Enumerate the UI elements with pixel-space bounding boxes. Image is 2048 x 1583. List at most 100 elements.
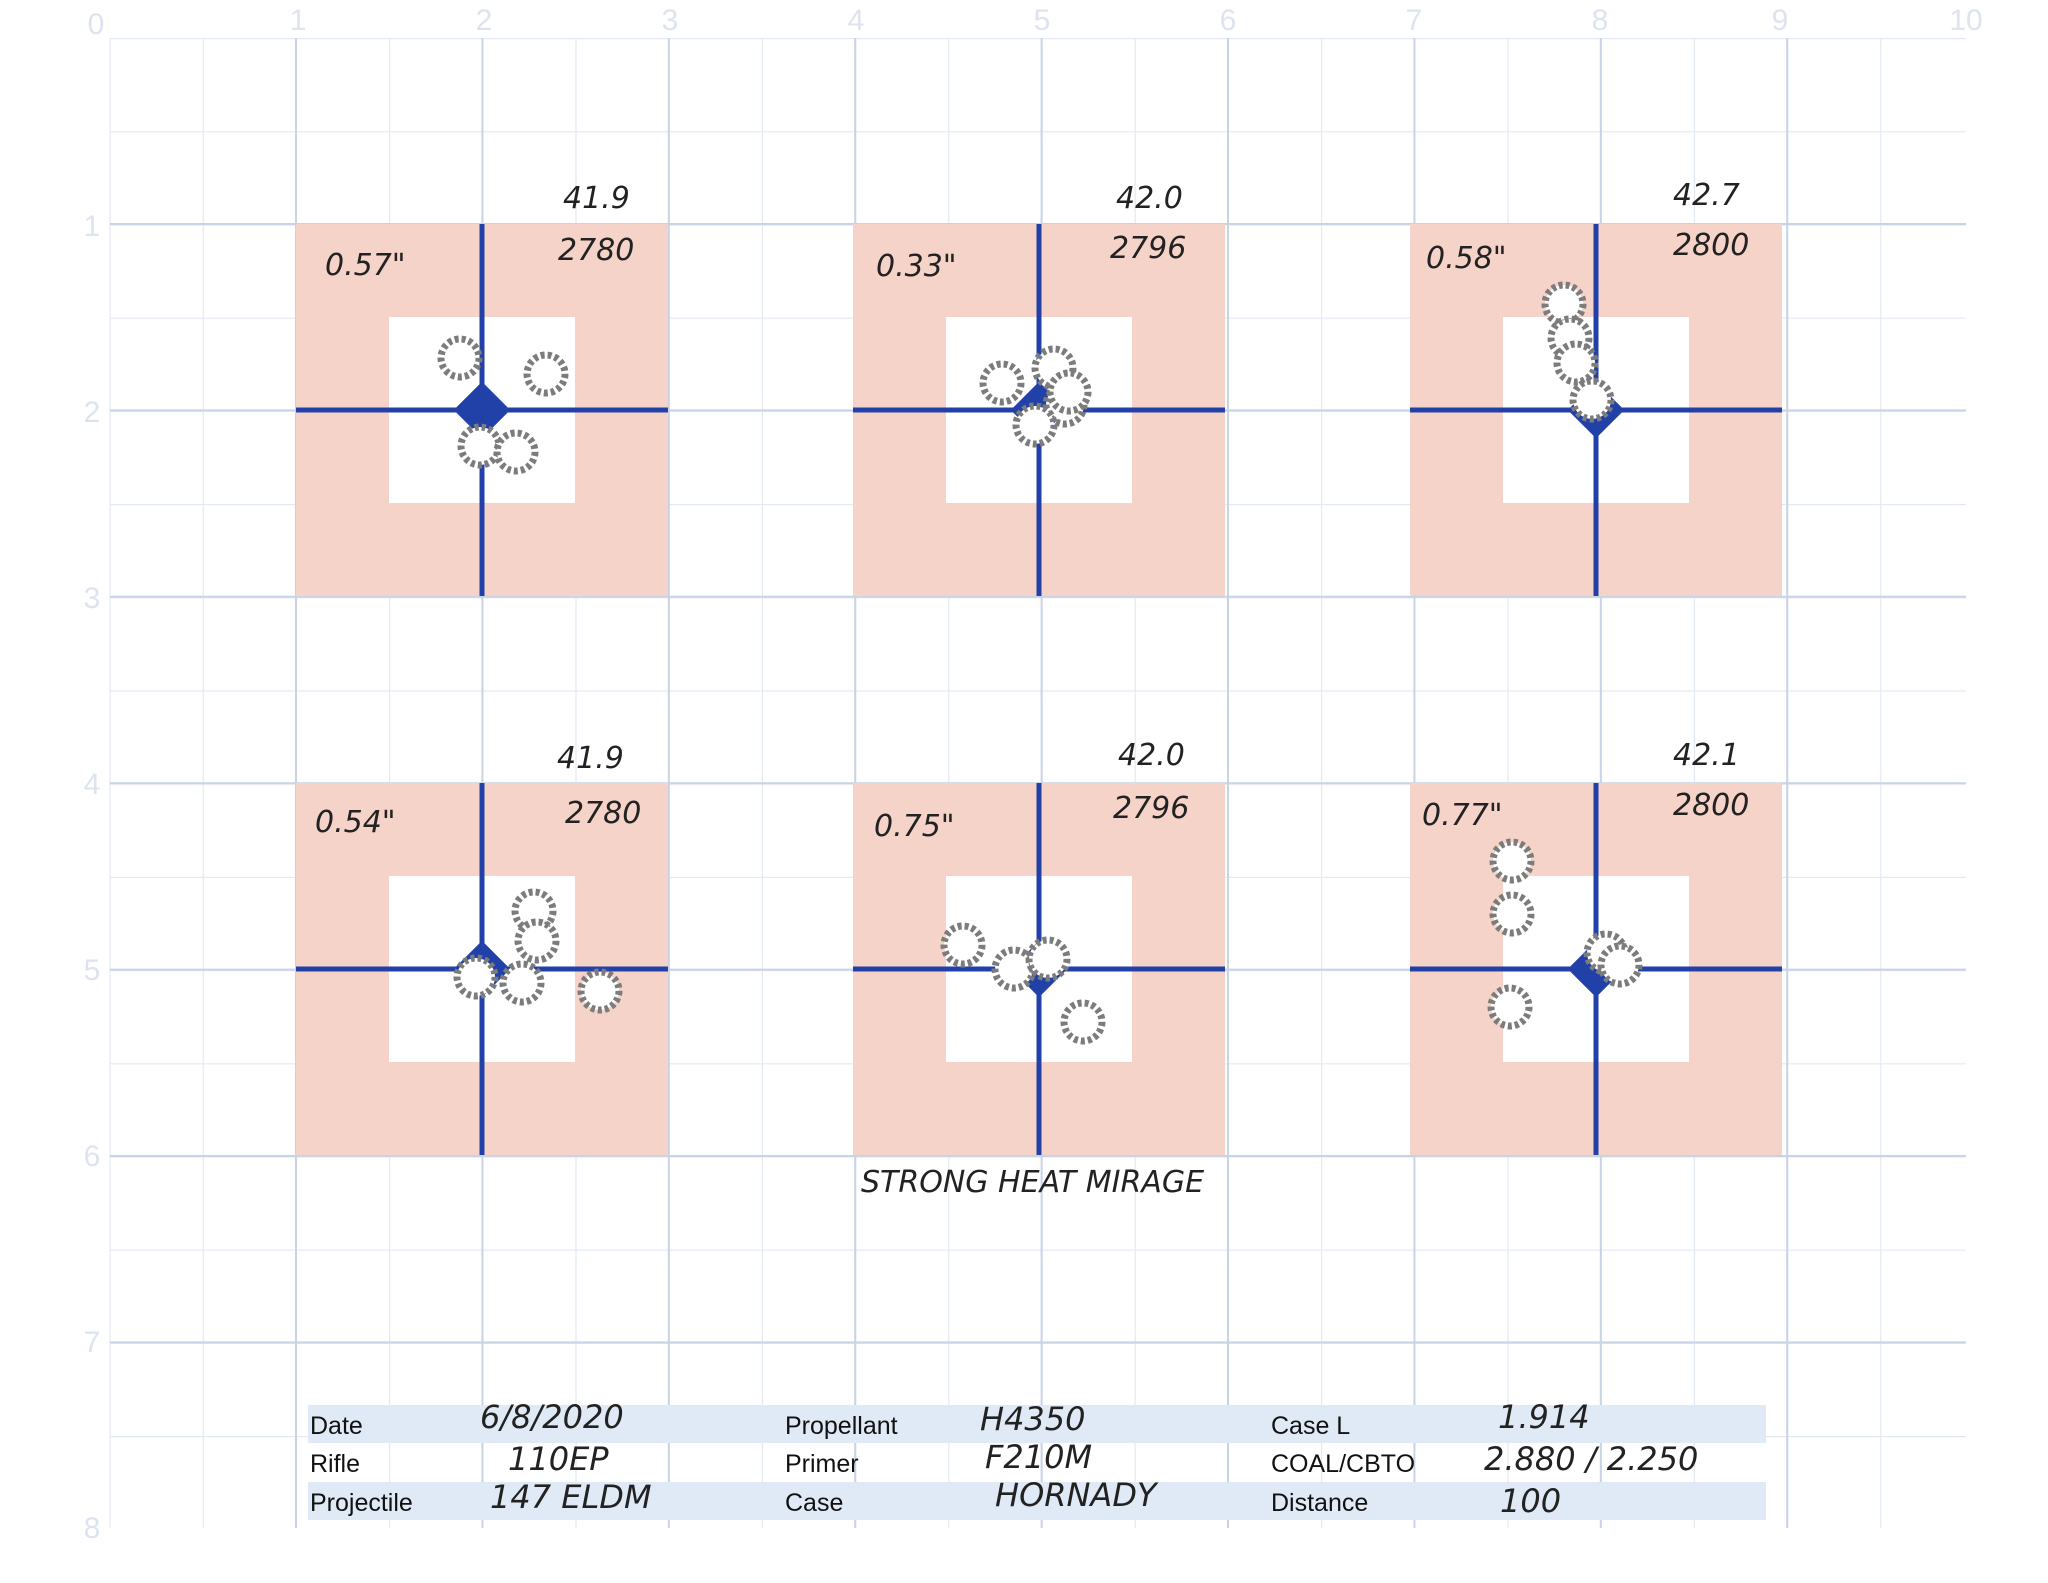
primer-label: Primer bbox=[785, 1450, 859, 1478]
axis-top-5: 5 bbox=[1034, 4, 1051, 37]
bullet-hole-ring bbox=[940, 922, 986, 968]
target-6-group: 0.77" bbox=[1422, 798, 1503, 833]
distance-value: 100 bbox=[1500, 1482, 1561, 1520]
bullet-hole-ring bbox=[1487, 984, 1533, 1030]
bullet-hole bbox=[979, 360, 1025, 406]
target-2-charge: 42.0 bbox=[1116, 181, 1183, 216]
bullet-hole bbox=[1012, 402, 1058, 448]
targets bbox=[296, 224, 1782, 1155]
top-axis-numbers: 0 1 2 3 4 5 6 7 8 9 10 bbox=[88, 4, 1983, 41]
bullet-hole bbox=[453, 954, 499, 1000]
axis-top-6: 6 bbox=[1220, 4, 1237, 37]
axis-left-2: 2 bbox=[84, 396, 101, 429]
axis-top-0: 0 bbox=[88, 8, 105, 41]
table-row-1-bg bbox=[308, 1405, 1766, 1443]
target-1-charge: 41.9 bbox=[563, 181, 630, 216]
bullet-hole-ring bbox=[1060, 999, 1106, 1045]
rifle-value: 110EP bbox=[508, 1440, 609, 1478]
target-6-velocity: 2800 bbox=[1673, 788, 1749, 823]
bullet-hole-ring bbox=[1489, 838, 1535, 884]
bullet-hole-ring bbox=[523, 351, 569, 397]
bullet-hole bbox=[499, 960, 545, 1006]
left-axis-numbers: 1 2 3 4 5 6 7 8 bbox=[84, 210, 101, 1545]
axis-left-6: 6 bbox=[84, 1140, 101, 1173]
rifle-label: Rifle bbox=[310, 1450, 360, 1478]
bullet-hole bbox=[514, 918, 560, 964]
bullet-hole-ring bbox=[1012, 402, 1058, 448]
target-labels: 41.9 2780 0.57" 42.0 2796 0.33" 42.7 280… bbox=[315, 178, 1749, 844]
target-3-velocity: 2800 bbox=[1673, 228, 1749, 263]
bullet-hole bbox=[1489, 891, 1535, 937]
target-6 bbox=[1410, 783, 1782, 1155]
distance-label: Distance bbox=[1271, 1489, 1368, 1517]
case-value: HORNADY bbox=[995, 1476, 1159, 1514]
axis-top-1: 1 bbox=[290, 4, 307, 37]
axis-top-7: 7 bbox=[1406, 4, 1423, 37]
bullet-hole-ring bbox=[1489, 891, 1535, 937]
bullet-hole-ring bbox=[457, 423, 503, 469]
date-label: Date bbox=[310, 1412, 363, 1440]
target-3 bbox=[1410, 224, 1782, 596]
date-value: 6/8/2020 bbox=[480, 1398, 624, 1436]
bullet-hole bbox=[457, 423, 503, 469]
bullet-hole-ring bbox=[1025, 936, 1071, 982]
target-2 bbox=[853, 224, 1225, 596]
target-5 bbox=[853, 783, 1225, 1155]
case-length-label: Case L bbox=[1271, 1412, 1350, 1440]
target-1-group: 0.57" bbox=[325, 248, 406, 283]
axis-top-10: 10 bbox=[1949, 4, 1982, 37]
axis-top-8: 8 bbox=[1592, 4, 1609, 37]
target-1-velocity: 2780 bbox=[558, 233, 634, 268]
target-4-velocity: 2780 bbox=[565, 796, 641, 831]
bullet-hole-ring bbox=[437, 335, 483, 381]
load-info-table: Date Rifle Projectile Propellant Primer … bbox=[308, 1398, 1766, 1520]
bullet-hole-ring bbox=[991, 946, 1037, 992]
target-4-group: 0.54" bbox=[315, 805, 396, 840]
bullet-hole bbox=[493, 429, 539, 475]
bullet-hole-ring bbox=[979, 360, 1025, 406]
bullet-hole bbox=[991, 946, 1037, 992]
propellant-value: H4350 bbox=[980, 1400, 1086, 1438]
projectile-value: 147 ELDM bbox=[490, 1478, 652, 1516]
bullet-hole-ring bbox=[499, 960, 545, 1006]
bullet-hole-ring bbox=[1553, 340, 1599, 386]
target-3-group: 0.58" bbox=[1426, 241, 1507, 276]
axis-top-4: 4 bbox=[848, 4, 865, 37]
bullet-hole bbox=[1541, 281, 1587, 327]
coal-cbto-label: COAL/CBTO bbox=[1271, 1450, 1415, 1478]
axis-top-2: 2 bbox=[476, 4, 493, 37]
bullet-hole-ring bbox=[514, 918, 560, 964]
target-5-velocity: 2796 bbox=[1113, 791, 1189, 826]
target-5-charge: 42.0 bbox=[1118, 738, 1185, 773]
bullet-hole bbox=[1060, 999, 1106, 1045]
target-4-charge: 41.9 bbox=[557, 741, 624, 776]
bullet-hole-ring bbox=[577, 968, 623, 1014]
axis-top-9: 9 bbox=[1772, 4, 1789, 37]
bullet-hole-ring bbox=[1597, 942, 1643, 988]
bullet-hole bbox=[1046, 369, 1092, 415]
bullet-hole-ring bbox=[1046, 369, 1092, 415]
bullet-hole bbox=[1489, 838, 1535, 884]
projectile-label: Projectile bbox=[310, 1489, 413, 1517]
bullet-hole bbox=[1597, 942, 1643, 988]
axis-top-3: 3 bbox=[662, 4, 679, 37]
bullet-hole bbox=[577, 968, 623, 1014]
target-1 bbox=[296, 224, 668, 596]
bullet-hole-ring bbox=[1569, 377, 1615, 423]
primer-value: F210M bbox=[985, 1438, 1092, 1476]
target-5-group: 0.75" bbox=[874, 809, 955, 844]
propellant-label: Propellant bbox=[785, 1412, 898, 1440]
bullet-hole bbox=[940, 922, 986, 968]
bullet-hole-ring bbox=[453, 954, 499, 1000]
axis-left-8: 8 bbox=[84, 1512, 101, 1545]
coal-cbto-value: 2.880 / 2.250 bbox=[1484, 1440, 1698, 1478]
bullet-hole bbox=[1487, 984, 1533, 1030]
axis-left-5: 5 bbox=[84, 954, 101, 987]
bullet-hole-ring bbox=[493, 429, 539, 475]
case-length-value: 1.914 bbox=[1498, 1398, 1590, 1436]
target-2-velocity: 2796 bbox=[1110, 231, 1186, 266]
table-row-3-bg bbox=[308, 1482, 1766, 1520]
bullet-hole bbox=[437, 335, 483, 381]
axis-left-1: 1 bbox=[84, 210, 101, 243]
